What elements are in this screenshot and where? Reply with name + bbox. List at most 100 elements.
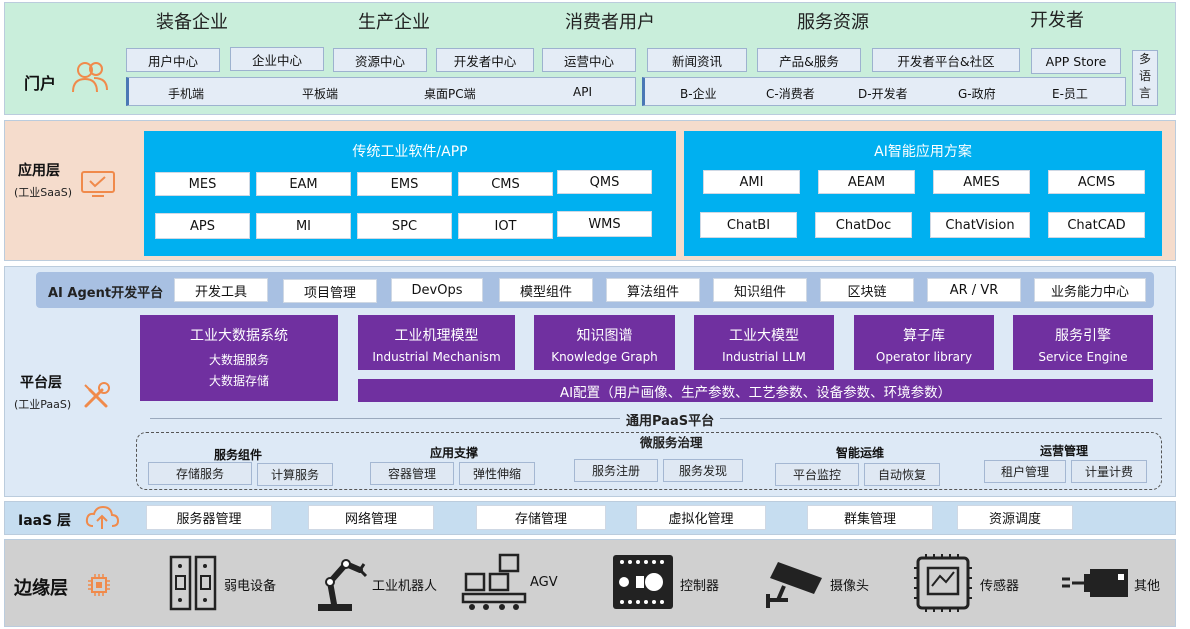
agent-devops[interactable]: DevOps — [391, 278, 483, 302]
module-llm-en: Industrial LLM — [722, 350, 806, 364]
support-container[interactable]: 容器管理 — [370, 462, 454, 485]
edge-sensor: 传感器 — [980, 579, 1020, 594]
support-autoscale[interactable]: 弹性伸缩 — [459, 462, 535, 485]
app-aeam[interactable]: AEAM — [818, 170, 915, 194]
app-ems[interactable]: EMS — [357, 172, 452, 196]
portal-resource-center[interactable]: 资源中心 — [333, 48, 427, 72]
portal-user-center[interactable]: 用户中心 — [126, 48, 220, 72]
portal-header-developer: 开发者 — [1030, 10, 1084, 31]
bigdata-service: 大数据服务 — [208, 353, 269, 367]
module-kg-zh: 知识图谱 — [576, 328, 633, 344]
service-storage[interactable]: 存储服务 — [148, 462, 252, 485]
module-industrial-llm[interactable]: 工业大模型 Industrial LLM — [694, 315, 834, 370]
portal-client-tablet[interactable]: 平板端 — [302, 87, 339, 101]
group-app-support-title: 应用支撑 — [430, 446, 479, 460]
agent-knowledge-components[interactable]: 知识组件 — [713, 278, 807, 302]
paas-title: 通用PaaS平台 — [620, 410, 721, 429]
agv-icon — [461, 553, 527, 610]
agent-ar-vr[interactable]: AR / VR — [927, 278, 1021, 302]
module-mechanism-en: Industrial Mechanism — [372, 350, 501, 364]
ai-config-bar[interactable]: AI配置（用户画像、生产参数、工艺参数、设备参数、环境参数） — [358, 379, 1153, 402]
module-service-engine[interactable]: 服务引擎 Service Engine — [1013, 315, 1153, 370]
group-operation-title: 运营管理 — [1040, 444, 1089, 458]
portal-developer-center[interactable]: 开发者中心 — [436, 48, 534, 72]
tools-icon — [84, 382, 110, 408]
cloud-upload-icon — [85, 505, 120, 529]
agent-blockchain[interactable]: 区块链 — [820, 278, 914, 302]
iaas-cluster-mgmt[interactable]: 群集管理 — [807, 505, 933, 530]
portal-enterprise-center[interactable]: 企业中心 — [230, 47, 324, 71]
app-chatvision[interactable]: ChatVision — [930, 212, 1030, 238]
module-operator-library[interactable]: 算子库 Operator library — [854, 315, 994, 370]
platform-layer-label: 平台层 — [20, 375, 62, 391]
app-iot[interactable]: IOT — [458, 213, 553, 239]
app-wms[interactable]: WMS — [557, 211, 652, 237]
edge-industrial-robot: 工业机器人 — [372, 579, 438, 594]
iaas-server-mgmt[interactable]: 服务器管理 — [146, 505, 272, 530]
portal-multilang[interactable]: 多 语 言 — [1132, 50, 1158, 106]
traditional-software-title: 传统工业软件/APP — [352, 144, 468, 160]
portal-app-store[interactable]: APP Store — [1031, 48, 1121, 74]
portal-audience-g[interactable]: G-政府 — [958, 87, 996, 101]
portal-dev-community[interactable]: 开发者平台&社区 — [872, 48, 1020, 72]
app-eam[interactable]: EAM — [256, 172, 351, 196]
app-chatcad[interactable]: ChatCAD — [1048, 212, 1145, 238]
edge-weak-current: 弱电设备 — [224, 579, 277, 594]
edge-label: 边缘层 — [14, 578, 68, 599]
portal-operation-center[interactable]: 运营中心 — [542, 48, 636, 72]
app-mi[interactable]: MI — [256, 213, 351, 239]
agent-model-components[interactable]: 模型组件 — [499, 278, 593, 302]
micro-registry[interactable]: 服务注册 — [574, 459, 658, 482]
micro-service-title: 微服务治理 — [640, 435, 703, 450]
module-engine-en: Service Engine — [1038, 350, 1128, 364]
op-metering[interactable]: 计量计费 — [1071, 460, 1147, 483]
paas-dashed-container — [136, 432, 1162, 490]
iaas-storage-mgmt[interactable]: 存储管理 — [476, 505, 606, 530]
app-mes[interactable]: MES — [155, 172, 250, 196]
ai-agent-title: AI Agent开发平台 — [48, 286, 164, 301]
robot-arm-icon — [318, 559, 368, 611]
op-tenant-mgmt[interactable]: 租户管理 — [984, 460, 1066, 483]
app-ames[interactable]: AMES — [933, 170, 1030, 194]
agent-project-mgmt[interactable]: 项目管理 — [283, 279, 377, 303]
app-aps[interactable]: APS — [155, 213, 250, 239]
app-acms[interactable]: ACMS — [1048, 170, 1145, 194]
micro-discovery[interactable]: 服务发现 — [663, 459, 743, 482]
ops-auto-recovery[interactable]: 自动恢复 — [864, 463, 940, 486]
iaas-resource-scheduling[interactable]: 资源调度 — [957, 505, 1073, 530]
app-qms[interactable]: QMS — [557, 170, 652, 194]
portal-client-api[interactable]: API — [573, 85, 592, 99]
agent-business-center[interactable]: 业务能力中心 — [1034, 278, 1146, 302]
portal-audience-d[interactable]: D-开发者 — [858, 87, 908, 101]
controller-icon — [613, 555, 673, 609]
portal-audience-c[interactable]: C-消费者 — [766, 87, 815, 101]
portal-news[interactable]: 新闻资讯 — [647, 48, 747, 72]
app-spc[interactable]: SPC — [357, 213, 452, 239]
module-knowledge-graph[interactable]: 知识图谱 Knowledge Graph — [534, 315, 675, 370]
iaas-virtualization-mgmt[interactable]: 虚拟化管理 — [636, 505, 766, 530]
ops-monitoring[interactable]: 平台监控 — [775, 463, 859, 486]
bigdata-system-panel[interactable]: 工业大数据系统 大数据服务 大数据存储 — [140, 315, 338, 401]
portal-audience-b[interactable]: B-企业 — [680, 87, 717, 101]
app-ami[interactable]: AMI — [703, 170, 800, 194]
portal-client-mobile[interactable]: 手机端 — [168, 87, 205, 101]
group-service-components-title: 服务组件 — [214, 448, 263, 462]
portal-client-desktop[interactable]: 桌面PC端 — [424, 87, 476, 101]
module-industrial-mechanism[interactable]: 工业机理模型 Industrial Mechanism — [358, 315, 515, 370]
module-mechanism-zh: 工业机理模型 — [394, 328, 479, 344]
portal-audience-e[interactable]: E-员工 — [1052, 87, 1088, 101]
sensor-icon — [914, 554, 972, 612]
agent-algorithm-components[interactable]: 算法组件 — [606, 278, 700, 302]
app-layer-sublabel: (工业SaaS) — [14, 186, 73, 199]
app-cms[interactable]: CMS — [458, 172, 553, 196]
app-chatdoc[interactable]: ChatDoc — [815, 212, 912, 238]
app-chatbi[interactable]: ChatBI — [700, 212, 797, 238]
iaas-network-mgmt[interactable]: 网络管理 — [308, 505, 434, 530]
users-icon — [72, 62, 108, 93]
portal-audience-row — [642, 77, 1126, 106]
edge-controller: 控制器 — [680, 579, 720, 594]
service-compute[interactable]: 计算服务 — [257, 463, 333, 486]
agent-dev-tools[interactable]: 开发工具 — [174, 278, 268, 302]
portal-product-service[interactable]: 产品&服务 — [757, 48, 861, 72]
portal-header-equipment: 装备企业 — [156, 12, 228, 33]
